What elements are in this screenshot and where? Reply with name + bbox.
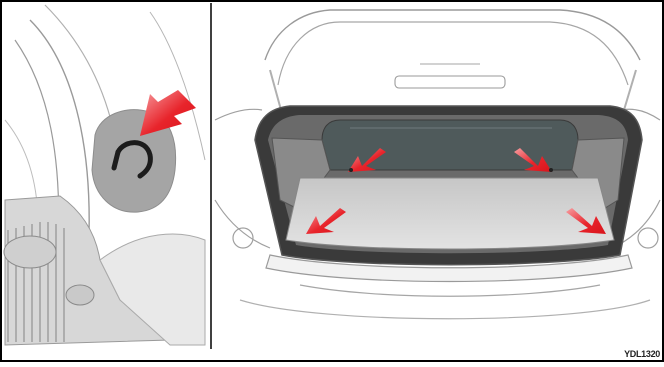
tie-down-hook-icon: [549, 168, 553, 172]
left-panel-detail: [3, 3, 210, 349]
reference-code: YDL1320: [624, 349, 660, 359]
right-panel-trunk: [212, 3, 661, 349]
tie-down-hook-icon: [349, 168, 353, 172]
